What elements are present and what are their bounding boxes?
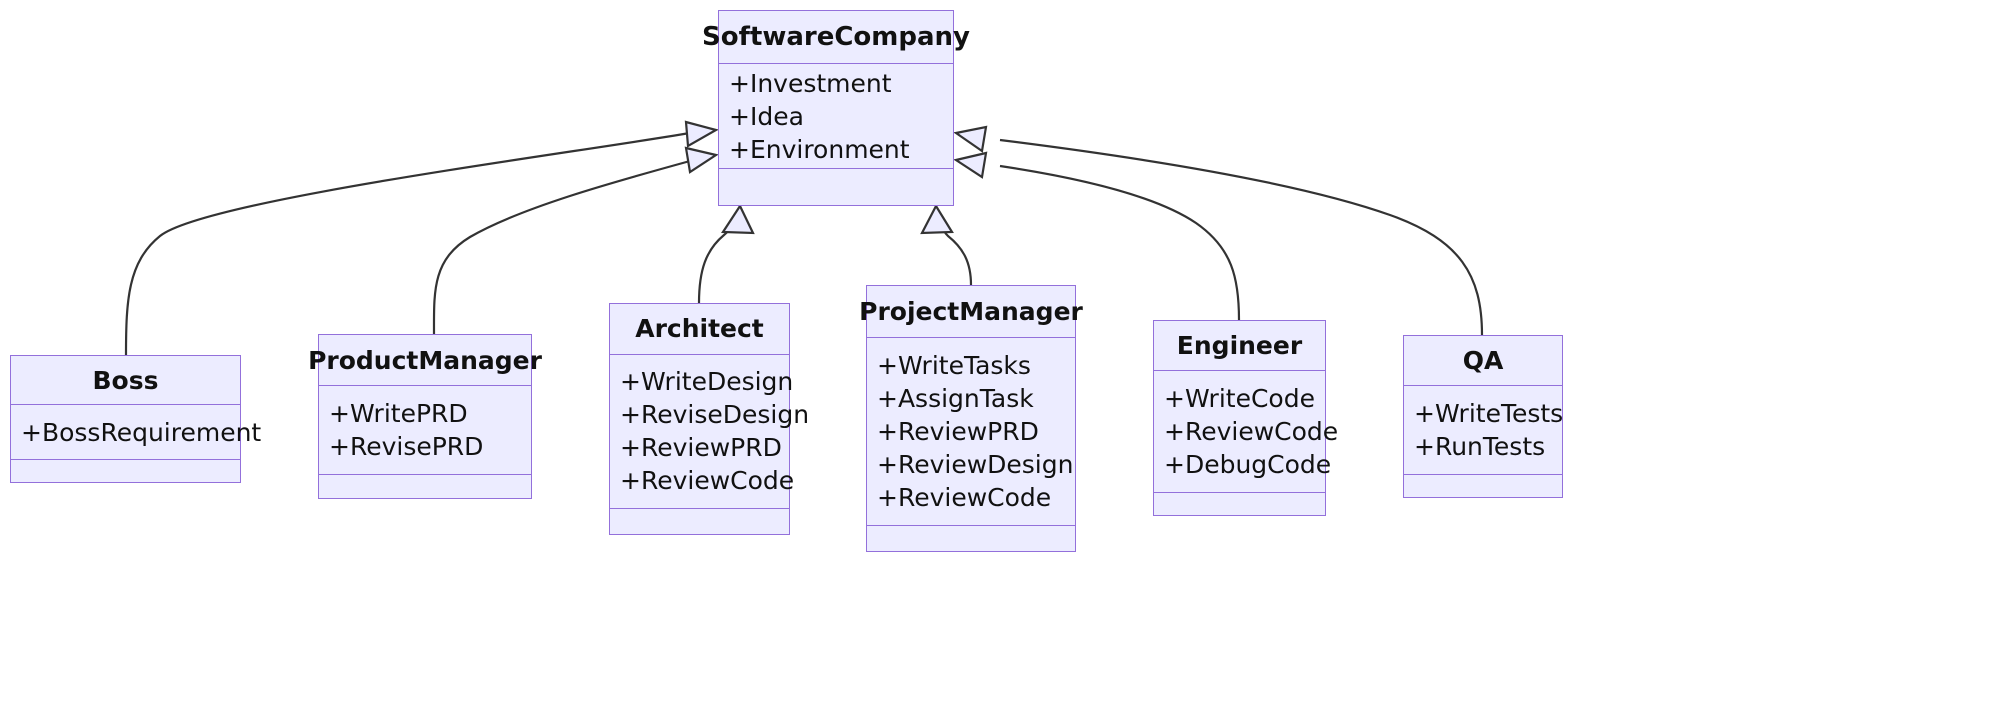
class-attributes-qa: +WriteTests+RunTests xyxy=(1404,386,1564,476)
class-attribute: +Investment xyxy=(729,68,892,98)
class-node-architect[interactable]: Architect+WriteDesign+ReviseDesign+Revie… xyxy=(609,303,810,535)
class-methods-product-manager xyxy=(319,475,531,498)
class-node-project-manager[interactable]: ProjectManager+WriteTasks+AssignTask+Rev… xyxy=(859,285,1083,552)
class-attribute: +WriteDesign xyxy=(620,367,794,397)
class-attribute: +AssignTask xyxy=(877,383,1034,413)
class-attribute: +WriteTests xyxy=(1414,399,1564,429)
class-methods-engineer xyxy=(1154,493,1325,515)
class-attribute: +ReviewPRD xyxy=(877,416,1039,446)
class-methods-architect xyxy=(610,509,789,534)
class-attributes-product-manager: +WritePRD+RevisePRD xyxy=(319,386,531,476)
class-attribute: +WriteTasks xyxy=(877,350,1031,380)
class-attribute: +ReviewPRD xyxy=(620,433,782,463)
class-methods-software-company xyxy=(719,169,953,205)
class-attribute: +DebugCode xyxy=(1164,450,1332,480)
class-node-product-manager[interactable]: ProductManager+WritePRD+RevisePRD xyxy=(308,334,542,499)
class-attribute: +BossRequirement xyxy=(21,417,262,447)
class-attributes-project-manager: +WriteTasks+AssignTask+ReviewPRD+ReviewD… xyxy=(867,338,1075,527)
class-title-qa: QA xyxy=(1404,336,1562,387)
class-attribute: +ReviewCode xyxy=(1164,417,1339,447)
class-attribute: +ReviseDesign xyxy=(620,400,810,430)
class-title-boss: Boss xyxy=(11,356,240,406)
class-attributes-engineer: +WriteCode+ReviewCode+DebugCode xyxy=(1154,371,1339,494)
class-attribute: +Environment xyxy=(729,134,910,164)
class-methods-project-manager xyxy=(867,526,1075,551)
class-node-boss[interactable]: Boss +BossRequirement xyxy=(10,355,262,483)
class-attribute: +WriteCode xyxy=(1164,384,1315,414)
class-title-product-manager: ProductManager xyxy=(308,335,542,387)
class-attribute: +RevisePRD xyxy=(329,432,484,462)
class-node-engineer[interactable]: Engineer+WriteCode+ReviewCode+DebugCode xyxy=(1153,320,1339,516)
class-attributes-architect: +WriteDesign+ReviseDesign+ReviewPRD+Revi… xyxy=(610,355,810,510)
class-attribute: +ReviewDesign xyxy=(877,449,1074,479)
class-attributes-boss: +BossRequirement xyxy=(11,405,262,461)
class-title-software-company: SoftwareCompany xyxy=(702,11,970,65)
class-title-engineer: Engineer xyxy=(1154,321,1325,372)
class-attribute: +WritePRD xyxy=(329,399,468,429)
class-attribute: +ReviewCode xyxy=(877,482,1052,512)
class-title-project-manager: ProjectManager xyxy=(859,286,1083,338)
class-methods-boss xyxy=(11,460,240,482)
class-title-architect: Architect xyxy=(610,304,789,355)
class-attributes-software-company: +Investment+Idea+Environment xyxy=(719,64,953,170)
class-node-software-company[interactable]: SoftwareCompany+Investment+Idea+Environm… xyxy=(702,10,970,206)
class-attribute: +RunTests xyxy=(1414,432,1546,462)
edge-projectmanager-to-softwarecompany xyxy=(920,203,973,286)
class-attribute: +ReviewCode xyxy=(620,466,795,496)
edge-architect-to-softwarecompany xyxy=(697,203,755,304)
class-attribute: +Idea xyxy=(729,101,804,131)
class-methods-qa xyxy=(1404,475,1562,497)
class-node-qa[interactable]: QA+WriteTests+RunTests xyxy=(1403,335,1563,498)
